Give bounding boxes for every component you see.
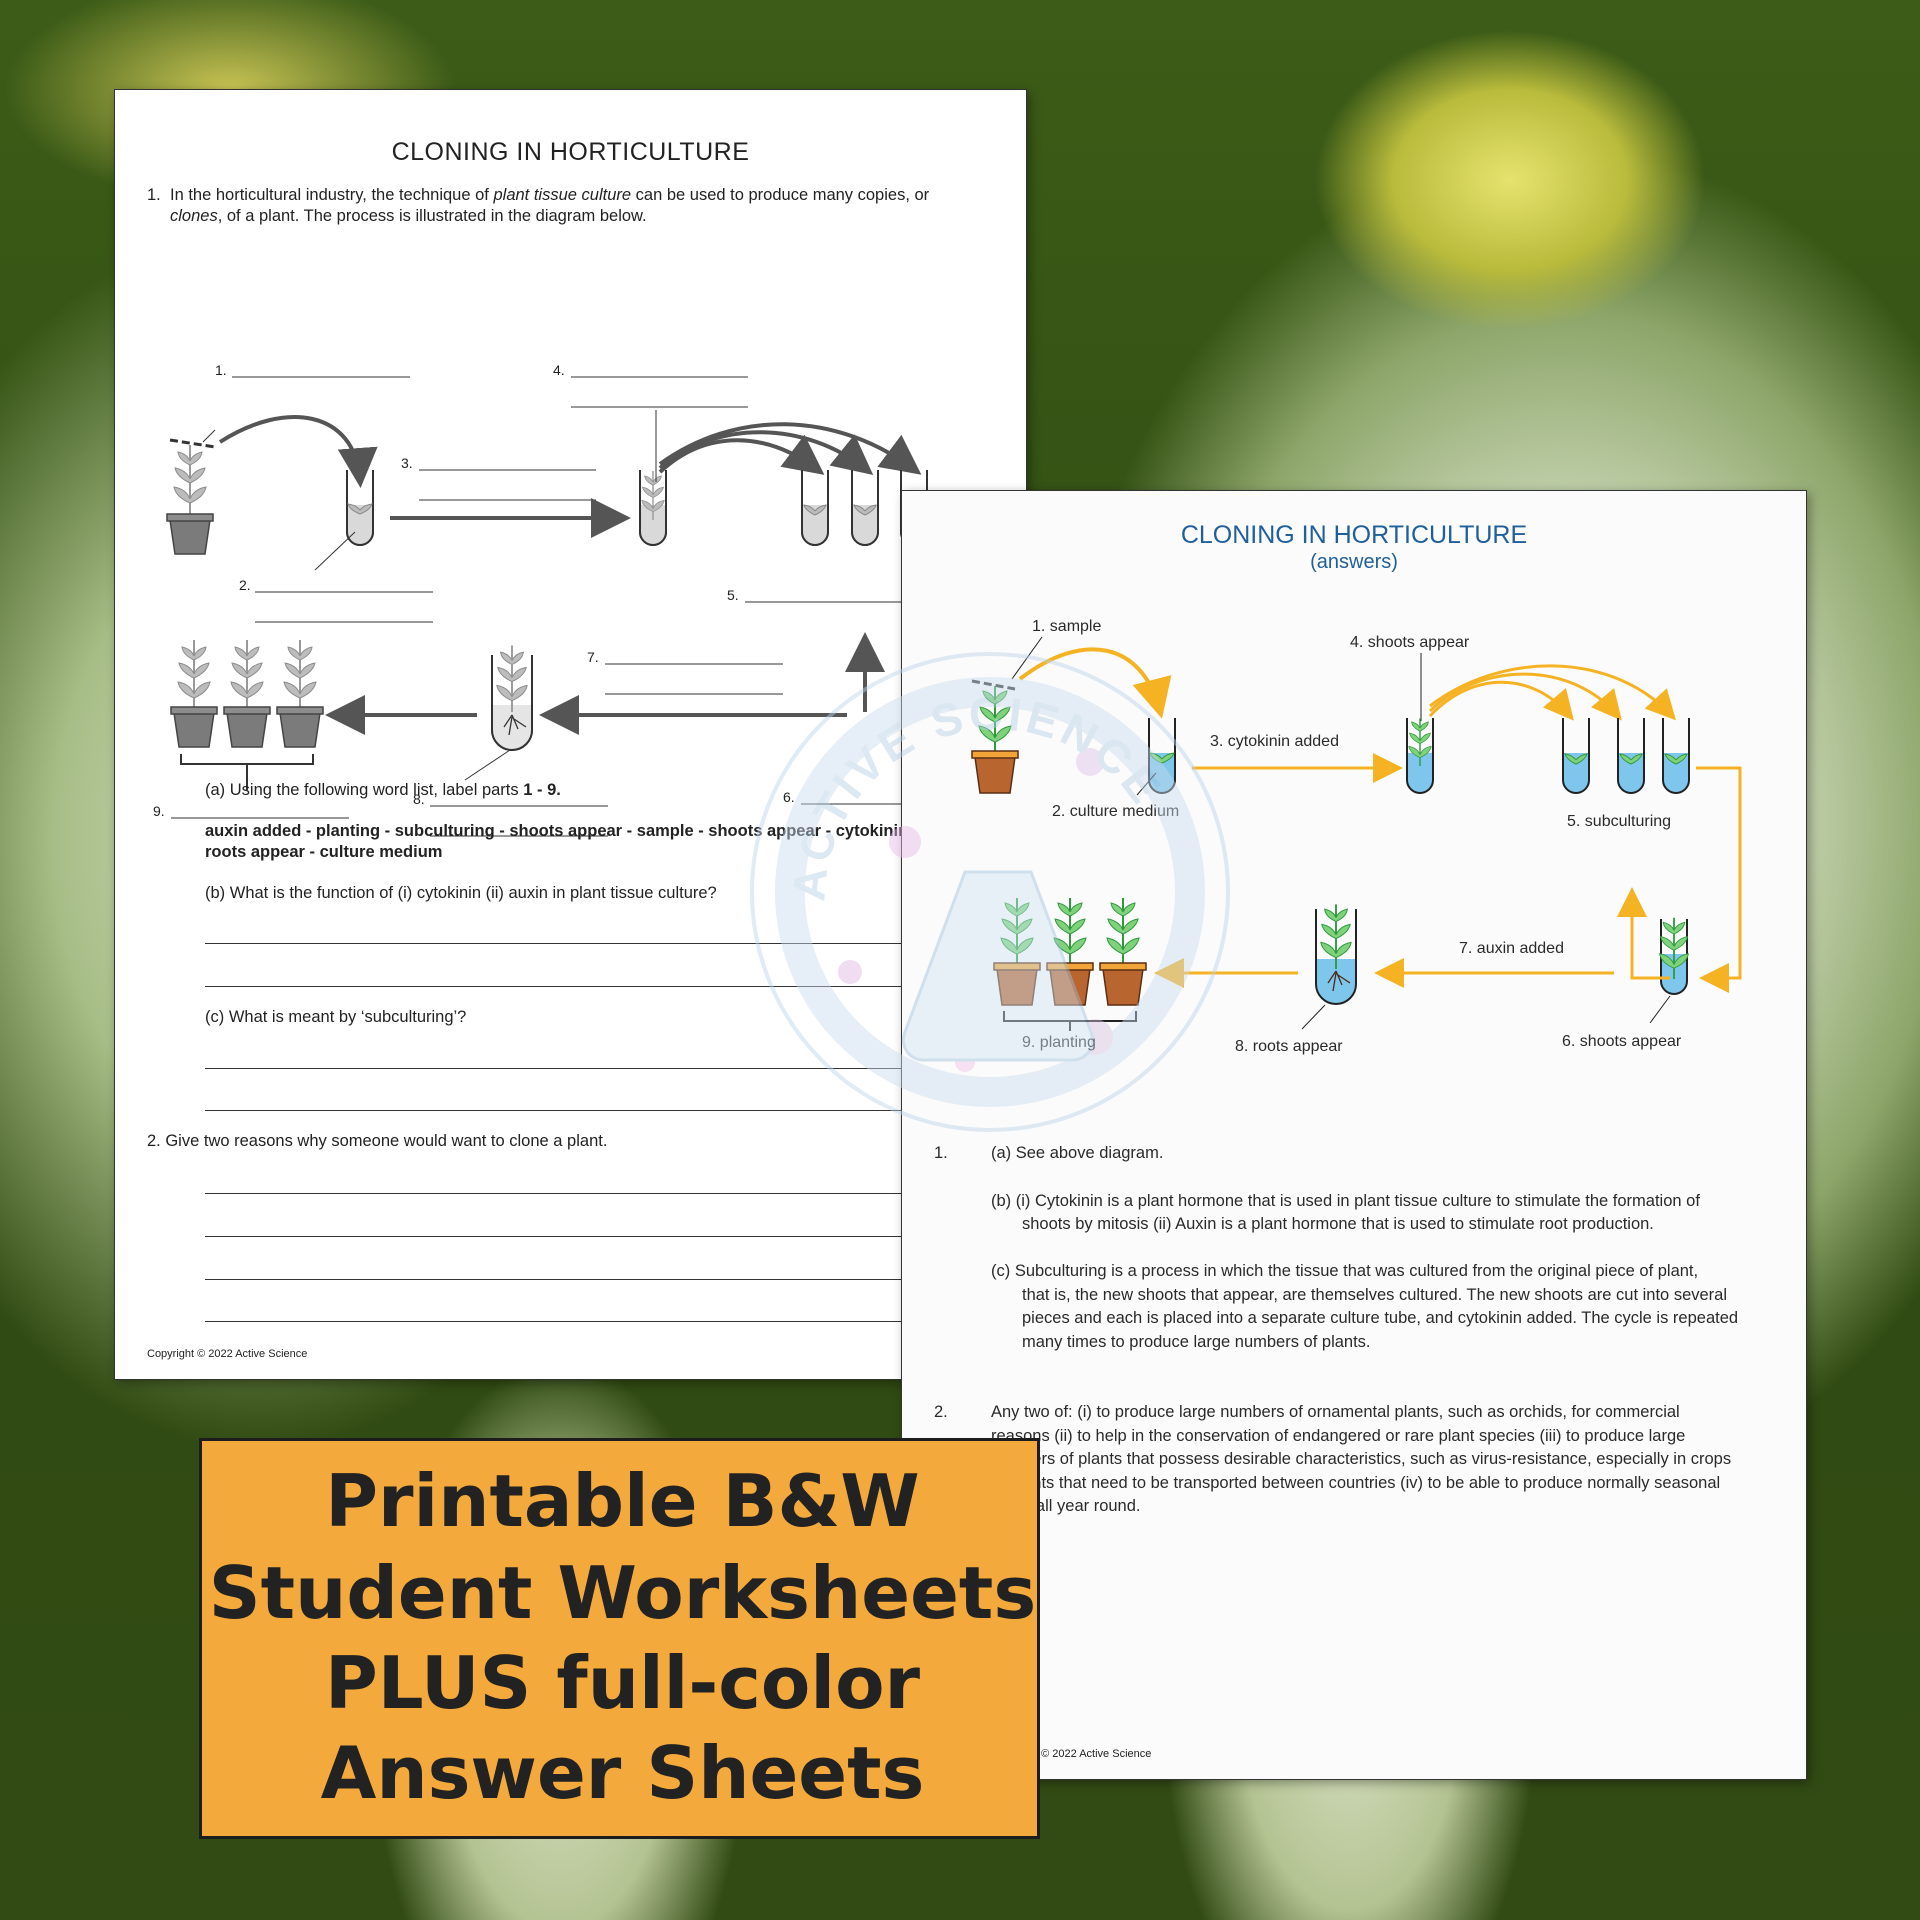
- diagram-label-cytokinin: 3. cytokinin added: [1210, 733, 1339, 750]
- answer-sheet-title: CLONING IN HORTICULTURE: [1180, 521, 1528, 549]
- answer-1c-line-1: (c) Subculturing is a process in which t…: [991, 1262, 1699, 1280]
- answer-2-number: 2.: [934, 1403, 948, 1421]
- rooted-tube-color: [1315, 909, 1357, 1005]
- answer-1c-line-4: many times to produce large numbers of p…: [1022, 1333, 1371, 1351]
- diagram-label-roots-appear: 8. roots appear: [1235, 1038, 1343, 1055]
- label-5-number: 5.: [727, 587, 739, 603]
- answer-line[interactable]: [205, 986, 1025, 987]
- answer-1b-line-1: (b) (i) Cytokinin is a plant hormone tha…: [991, 1192, 1700, 1210]
- label-1-number: 1.: [215, 362, 227, 378]
- label-3-number: 3.: [401, 455, 413, 471]
- label-4-number: 4.: [553, 362, 565, 378]
- answer-1a: (a) See above diagram.: [991, 1144, 1164, 1162]
- part-c-prompt: (c) What is meant by ‘subculturing’?: [205, 1008, 467, 1026]
- answer-2-line-1: Any two of: (i) to produce large numbers…: [991, 1403, 1680, 1421]
- answer-2-line-3: numbers of plants that possess desirable…: [991, 1450, 1732, 1468]
- label-9-number: 9.: [153, 803, 165, 819]
- bw-process-diagram: 1. 4. 3. 2. 5.: [153, 362, 979, 837]
- active-science-watermark: ACTIVE SCIENCE: [750, 652, 1230, 1132]
- worksheet-title: CLONING IN HORTICULTURE: [391, 138, 750, 166]
- answer-line[interactable]: [205, 1321, 1025, 1322]
- label-2-number: 2.: [239, 577, 251, 593]
- answer-line[interactable]: [205, 1110, 1025, 1111]
- promo-banner: Printable B&W Student Worksheets PLUS fu…: [199, 1438, 1040, 1839]
- answer-line[interactable]: [205, 1279, 1025, 1280]
- question-1-number: 1.: [147, 186, 161, 204]
- answer-1c-line-2: that is, the new shoots that appear, are…: [1022, 1286, 1728, 1304]
- word-list-line-1: auxin added - planting - subculturing - …: [205, 822, 909, 840]
- diagram-label-subculturing: 5. subculturing: [1567, 813, 1671, 830]
- word-list-line-2: roots appear - culture medium: [205, 843, 443, 861]
- diagram-label-sample: 1. sample: [1032, 618, 1101, 635]
- student-worksheet: CLONING IN HORTICULTURE 1. In the hortic…: [114, 89, 1027, 1380]
- worksheet-copyright: Copyright © 2022 Active Science: [147, 1348, 308, 1360]
- color-process-diagram: 1. sample 2. culture medium 3. cytokinin…: [971, 618, 1742, 1055]
- label-6-number: 6.: [783, 789, 795, 805]
- part-b-prompt: (b) What is the function of (i) cytokini…: [205, 884, 717, 902]
- diagram-label-shoots-appear: 4. shoots appear: [1350, 634, 1470, 651]
- mother-plant: [173, 444, 207, 516]
- banner-line-1: Printable B&W: [325, 1459, 920, 1543]
- answer-line[interactable]: [205, 1236, 1025, 1237]
- part-a-prompt: (a) Using the following word list, label…: [205, 781, 561, 799]
- banner-line-3: PLUS full-color: [324, 1641, 921, 1725]
- diagram-label-culture-medium: 2. culture medium: [1052, 803, 1179, 820]
- answer-1-number: 1.: [934, 1144, 948, 1162]
- label-7-number: 7.: [587, 649, 599, 665]
- diagram-label-shoots-appear-6: 6. shoots appear: [1562, 1033, 1682, 1050]
- banner-line-2: Student Worksheets: [208, 1551, 1037, 1635]
- answer-line[interactable]: [205, 1068, 1025, 1069]
- answer-sheet-subtitle: (answers): [1310, 551, 1398, 573]
- answer-line[interactable]: [205, 943, 1025, 944]
- label-8-number: 8.: [413, 791, 425, 807]
- answer-2-line-2: reasons (ii) to help in the conservation…: [991, 1427, 1686, 1445]
- banner-line-4: Answer Sheets: [320, 1731, 925, 1815]
- answer-1b-line-2: shoots by mitosis (ii) Auxin is a plant …: [1022, 1215, 1654, 1233]
- answer-2-line-4: or plants that need to be transported be…: [991, 1474, 1721, 1492]
- answer-sheet: CLONING IN HORTICULTURE (answers) 1. sam…: [901, 490, 1807, 1780]
- answer-1c-line-3: pieces and each is placed into a separat…: [1022, 1309, 1739, 1327]
- diagram-label-auxin: 7. auxin added: [1459, 940, 1564, 957]
- diagram-label-planting: 9. planting: [1022, 1034, 1096, 1051]
- answer-line[interactable]: [205, 1193, 1025, 1194]
- question-1-intro: In the horticultural industry, the techn…: [170, 186, 930, 225]
- question-2-prompt: 2. Give two reasons why someone would wa…: [147, 1132, 608, 1150]
